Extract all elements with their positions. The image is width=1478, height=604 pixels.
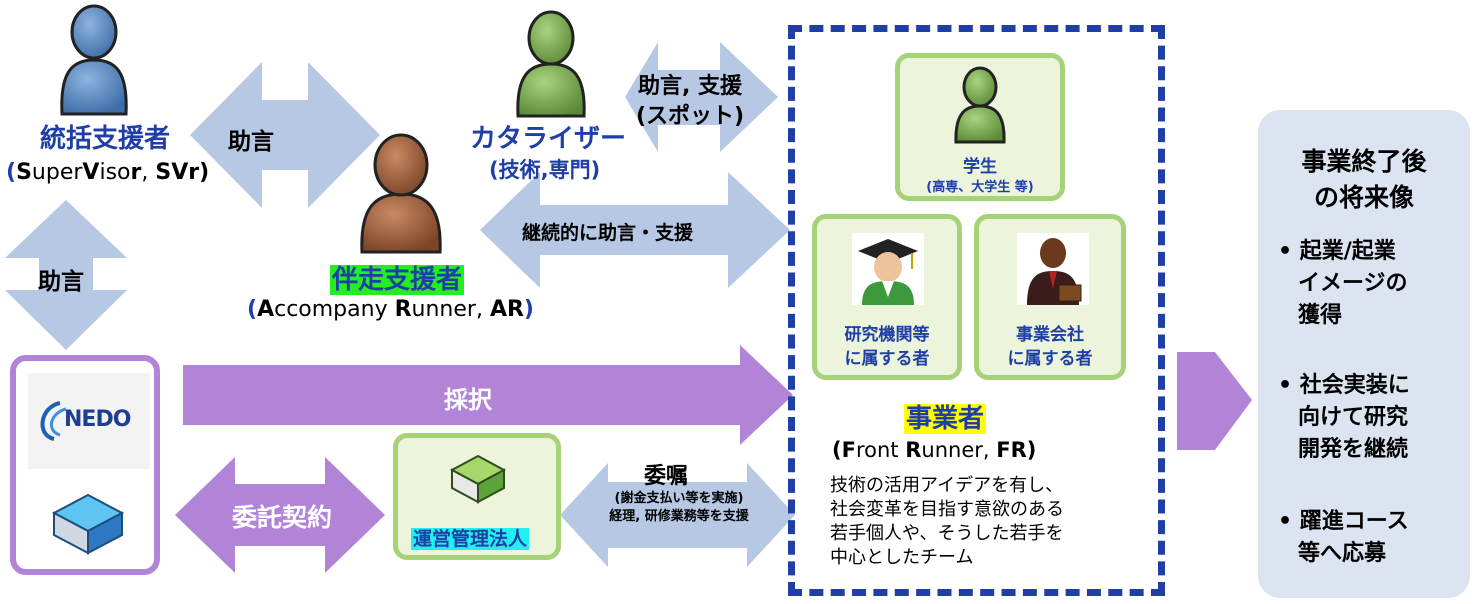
arrow-future [1177,352,1252,450]
frontrunner-box [788,25,1165,596]
frontrunner-description: 技術の活用アイデアを有し、 社会変革を目指す意欲のある 若手個人や、そうした若手… [830,475,1064,568]
nedo-logo-text: NEDO [64,407,131,432]
arrow-accompany-frontrunner [480,172,790,288]
arrow-contract-label: 委託契約 [232,503,333,532]
arrow-commission [560,463,795,567]
arrow-adopt [183,345,793,445]
management-label: 運営管理法人 [411,528,530,550]
arrow-accompany-label: 継続的に助言・支援 [522,222,694,244]
future-item-implementation: • 社会実装に 向けて研究 開発を継続 [1278,373,1410,462]
arrow-supervisor-nedo [5,200,127,350]
future-panel: 事業終了後 の将来像 • 起業/起業 イメージの 獲得 • 社会実装に 向けて研… [1258,110,1470,598]
company-label: 事業会社 に属する者 [1007,325,1093,369]
catalyst-subtitle: (技術,専門) [489,158,601,182]
frontrunner-title: 事業者 [904,404,987,434]
management-box: 運営管理法人 [393,433,561,560]
student-person-icon [954,66,1006,144]
businessman-icon [1017,233,1089,305]
frontrunner-english: (Front Runner, FR) [832,438,1037,462]
graduate-icon [852,233,924,305]
supervisor-english: (SuperVisor, SVr) [6,160,210,185]
future-item-leap-course: • 躍進コース 等へ応募 [1278,509,1409,566]
accompany-person-icon [360,133,442,254]
arrow-catalyst-frontrunner [625,42,778,152]
management-building-icon [449,454,507,504]
nedo-logo-panel: NEDO [28,373,150,469]
building-icon [51,493,125,555]
student-title: 学生 [963,157,997,177]
arrow-adopt-label: 採択 [444,386,492,414]
accompany-english: (Accompany Runner, AR) [247,297,534,322]
arrow-supervisor-accompany [190,62,380,208]
arrow-contract [175,457,385,573]
commission-title: 委嘱 [644,464,689,489]
student-box: 学生 (高専、大学生 等) [895,53,1065,201]
accompany-title: 伴走支援者 [330,265,465,295]
research-label: 研究機関等 に属する者 [844,325,930,369]
catalyst-person-icon [516,10,586,118]
arrow-catalyst-label: 助言, 支援 (スポット) [635,74,745,129]
arrow-supervisor-nedo-label: 助言 [38,269,84,295]
commission-desc: (謝金支払い等を実施) 経理, 研修業務等を支援 [609,491,749,524]
company-box: 事業会社 に属する者 [974,214,1126,380]
future-title: 事業終了後 の将来像 [1301,147,1427,212]
arrow-supervisor-accompany-label: 助言 [228,129,274,155]
supervisor-person-icon [60,4,128,116]
nedo-box: NEDO [10,355,160,575]
catalyst-title: カタライザー [470,124,627,154]
supervisor-title: 統括支援者 [40,124,171,154]
research-box: 研究機関等 に属する者 [812,214,962,380]
nedo-swirl-icon [40,401,67,441]
future-item-startup: • 起業/起業 イメージの 獲得 [1278,239,1408,328]
student-subtitle: (高専、大学生 等) [926,180,1034,195]
